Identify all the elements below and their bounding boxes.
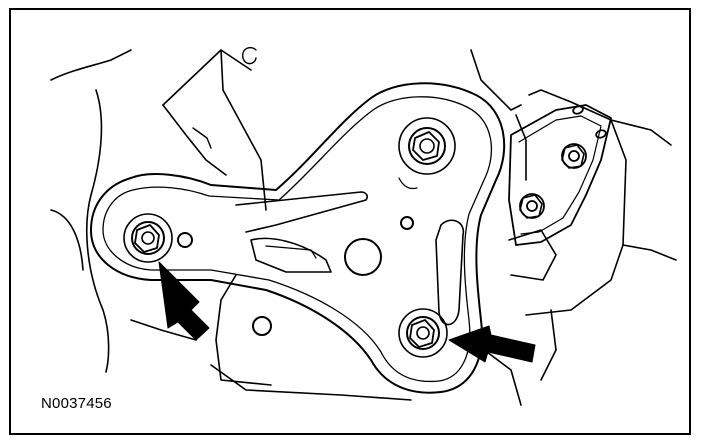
arrow-pointing-to-lower-bolt-icon: [448, 325, 536, 363]
small-hole: [400, 216, 414, 230]
bottom-bolt: [398, 308, 448, 358]
right-mount-plate: [508, 104, 612, 246]
center-hole: [344, 238, 382, 276]
suspension-bracket-illustration: [50, 46, 677, 406]
arrow-pointing-to-left-bolt-icon: [158, 261, 210, 341]
top-bolt: [398, 117, 456, 175]
figure-id-label: N0037456: [41, 395, 112, 412]
slot-hole: [572, 105, 584, 115]
slot-hole: [595, 129, 607, 139]
left-bolt: [123, 213, 173, 263]
small-hole: [177, 232, 193, 248]
diagram-frame: N0037456: [9, 8, 691, 435]
background-body-outline: [50, 46, 677, 406]
plate-bolt-lower: [519, 193, 545, 219]
small-hole: [252, 316, 272, 336]
plate-bolt-upper: [561, 143, 587, 169]
